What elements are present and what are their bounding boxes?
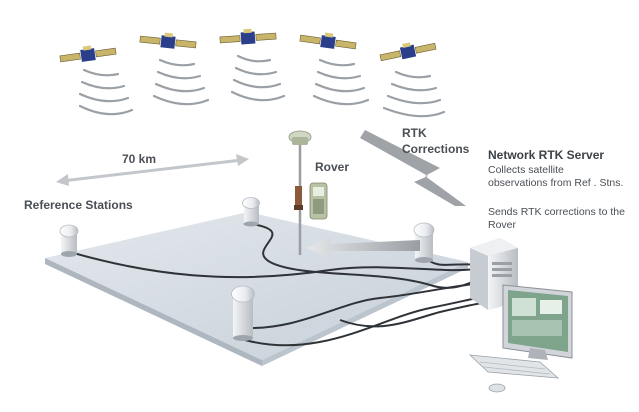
rover-label: Rover <box>315 160 350 174</box>
rtk-corrections-label-line1: RTK <box>402 126 427 140</box>
server-description-line2: observations from Ref . Stns. <box>488 177 624 189</box>
reference-stations-label: Reference Stations <box>24 198 133 212</box>
mouse-icon <box>488 383 506 393</box>
satellite-4 <box>299 32 357 50</box>
satellite-5 <box>379 42 437 62</box>
server-description-line3: Sends RTK corrections to the <box>488 206 625 218</box>
distance-label: 70 km <box>122 152 157 166</box>
reference-station-right <box>413 222 435 263</box>
satellite-2 <box>139 32 197 49</box>
reference-station-left <box>59 224 79 257</box>
monitor-icon <box>502 284 573 360</box>
keyboard-icon <box>468 354 560 379</box>
cable-station-front-2 <box>244 295 489 347</box>
signal-wave-icon <box>78 54 446 118</box>
distance-arrow <box>56 154 249 186</box>
server-description-line1: Collects satellite <box>488 164 564 176</box>
satellite-3 <box>219 28 277 45</box>
rover-icon <box>288 130 328 255</box>
reference-station-top <box>242 197 260 227</box>
correction-arrow <box>306 237 420 258</box>
cable-station-front <box>244 282 485 330</box>
server-title: Network RTK Server <box>488 148 605 162</box>
reference-station-front <box>231 285 255 341</box>
satellite-1 <box>59 45 117 63</box>
lightning-arrow-icon <box>360 130 466 206</box>
rtk-corrections-label-line2: Corrections <box>402 142 470 156</box>
server-description-line4: Rover <box>488 219 517 231</box>
